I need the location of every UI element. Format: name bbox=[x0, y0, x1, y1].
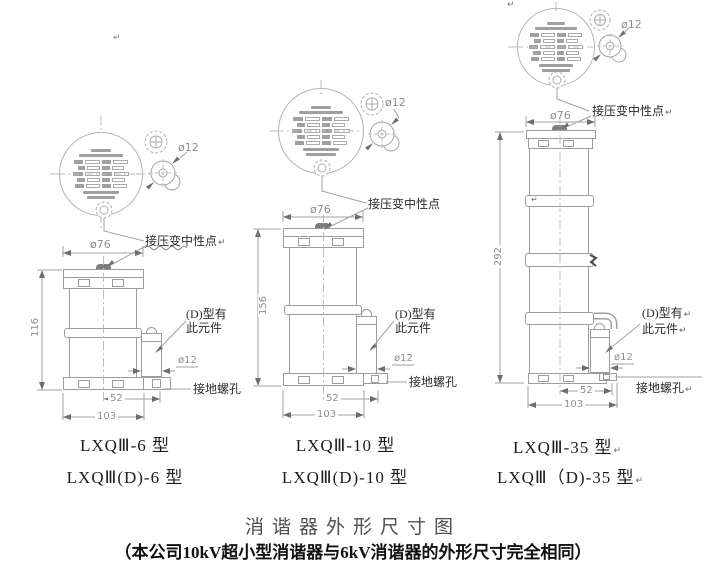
fig3-top-dia-label: ø76 bbox=[550, 109, 571, 122]
nameplate-text-line bbox=[77, 165, 125, 170]
fig1-height-label: 116 bbox=[30, 315, 42, 340]
fig3-offset-label: 52 bbox=[578, 385, 595, 396]
fig3-caption-d-type: LXQⅢ（D)-35 型↵ bbox=[496, 468, 645, 487]
return-mark: ↵ bbox=[665, 108, 673, 118]
drawing-subtitle: （本公司10kV超小型消谐器与6kV消谐器的外形尺寸完全相同） bbox=[114, 543, 592, 562]
fig3-side-dia-label: ø12 bbox=[614, 352, 633, 363]
nameplate-text-line bbox=[533, 38, 579, 43]
nameplate-text-line bbox=[298, 111, 344, 115]
nameplate-text-line bbox=[75, 184, 127, 189]
neutral-point-text: 接压变中性点 bbox=[592, 104, 665, 118]
fig1-base-width-label: 103 bbox=[95, 411, 119, 422]
fig3-neutral-point-label: 接压变中性点↵ bbox=[592, 104, 673, 120]
fig1-ground-hole bbox=[152, 379, 161, 388]
nameplate-text-line bbox=[77, 178, 125, 183]
fig2-caption-d-type: LXQⅢ(D)-10 型 bbox=[281, 468, 409, 487]
fig3-caption-standard: LXQⅢ-35 型↵ bbox=[512, 438, 623, 457]
nameplate-text-line bbox=[306, 152, 336, 156]
d-note-line1: (D)型有 bbox=[186, 307, 227, 321]
fig2-side-dia-label: ø12 bbox=[394, 353, 413, 364]
nameplate-text-line bbox=[292, 116, 350, 121]
fig2-ground-hole bbox=[371, 375, 379, 383]
fig2-caption-standard: LXQⅢ-10 型 bbox=[295, 436, 396, 455]
fig2-neutral-point-label: 接压变中性点 bbox=[368, 197, 440, 211]
fig1-d-component-cylinder bbox=[141, 333, 162, 377]
fig2-top-dia-label: ø76 bbox=[310, 203, 331, 216]
fig1-ground-tab bbox=[143, 377, 171, 390]
fig2-base-cutout bbox=[298, 376, 310, 384]
nameplate-text-line bbox=[83, 190, 119, 194]
fig3-flange-cutout bbox=[563, 140, 574, 147]
fig1-flange-cutout bbox=[78, 279, 90, 287]
nameplate-text-line bbox=[73, 159, 129, 164]
nameplate-text-line bbox=[311, 106, 331, 110]
nameplate-text-line bbox=[297, 122, 345, 127]
fig2-d-component-band bbox=[356, 324, 377, 325]
fig1-top-dia-label: ø76 bbox=[90, 238, 111, 251]
fig1-terminal-dia-label: ø12 bbox=[178, 141, 199, 154]
neutral-point-text: 接压变中性点 bbox=[368, 197, 441, 211]
fig1-caption-d-type: LXQⅢ(D)-6 型 bbox=[66, 468, 184, 487]
return-mark: ↵ bbox=[531, 195, 538, 204]
nameplate-text-line bbox=[86, 195, 116, 199]
fig1-offset-label: 52 bbox=[108, 393, 125, 404]
fig1-base-cutout bbox=[112, 380, 124, 388]
fig2-height-label: 156 bbox=[258, 293, 270, 318]
fig2-offset-label: 52 bbox=[324, 393, 341, 404]
return-mark: ↵ bbox=[218, 238, 226, 248]
fig1-d-component-band bbox=[141, 341, 162, 342]
fig3-base-cutout bbox=[538, 375, 549, 382]
d-note-line1: (D)型有 bbox=[395, 307, 436, 321]
nameplate-text-line bbox=[534, 27, 578, 31]
nameplate-text-line bbox=[533, 51, 579, 56]
fig3-ground-hole-label: 接地螺孔↵ bbox=[636, 381, 693, 395]
fig3-height-label: 292 bbox=[493, 244, 505, 269]
d-note-line2: 此元件 bbox=[395, 321, 432, 335]
fig2-base-cutout bbox=[332, 376, 344, 384]
fig2-ground-hole-label: 接地螺孔 bbox=[409, 375, 458, 389]
fig3-base-cutout bbox=[563, 375, 574, 382]
d-note-line1: (D)型有↵ bbox=[642, 306, 692, 320]
fig3-d-note: (D)型有↵ 此元件↵ bbox=[642, 306, 691, 338]
nameplate-text-line bbox=[79, 154, 123, 158]
fig2-flange-cutout bbox=[298, 238, 310, 246]
fig3-flange-cutout bbox=[538, 140, 549, 147]
nameplate-text-line bbox=[294, 141, 348, 146]
fig3-d-component-band bbox=[590, 337, 610, 338]
nameplate-text-line bbox=[542, 68, 570, 72]
nameplate-text-line bbox=[538, 63, 574, 67]
fig2-flange-cutout bbox=[332, 238, 344, 246]
fig2-d-note: (D)型有 此元件 bbox=[395, 307, 436, 335]
drawing-title: 消谐器外形尺寸图 bbox=[244, 517, 461, 538]
nameplate-text-line bbox=[531, 57, 581, 62]
return-mark: ↵ bbox=[507, 0, 515, 10]
fig1-d-note: (D)型有 此元件 bbox=[186, 307, 227, 335]
fig2-d-component-dome bbox=[361, 309, 372, 317]
fig1-caption-standard: LXQⅢ-6 型 bbox=[79, 436, 171, 455]
fig1-ground-hole-label: 接地螺孔 bbox=[193, 382, 242, 396]
fig1-neutral-point-label: 接压变中性点↵ bbox=[145, 234, 226, 250]
fig1-base-cutout bbox=[78, 380, 90, 388]
fig1-side-dia-label: ø12 bbox=[178, 355, 197, 366]
nameplate-text-line bbox=[546, 22, 566, 26]
fig2-terminal-bump bbox=[315, 223, 330, 228]
d-note-line2: 此元件↵ bbox=[642, 322, 687, 336]
fig2-base-width-label: 103 bbox=[315, 409, 339, 420]
nameplate-text-line bbox=[91, 149, 111, 153]
fig2-terminal-dia-label: ø12 bbox=[385, 96, 406, 109]
neutral-point-text: 接压变中性点 bbox=[145, 234, 218, 248]
fig1-d-component-dome bbox=[146, 327, 157, 334]
fig3-base-width-label: 103 bbox=[562, 399, 586, 410]
nameplate-text-line bbox=[296, 135, 346, 140]
nameplate-text-line bbox=[302, 147, 340, 151]
fig3-ground-hole bbox=[603, 374, 610, 380]
return-mark: ↵ bbox=[113, 33, 121, 43]
fig3-terminal-dia-label: ø12 bbox=[621, 18, 642, 31]
d-note-line2: 此元件 bbox=[186, 321, 223, 335]
nameplate-text-line bbox=[529, 32, 583, 37]
fig1-flange-cutout bbox=[112, 279, 124, 287]
